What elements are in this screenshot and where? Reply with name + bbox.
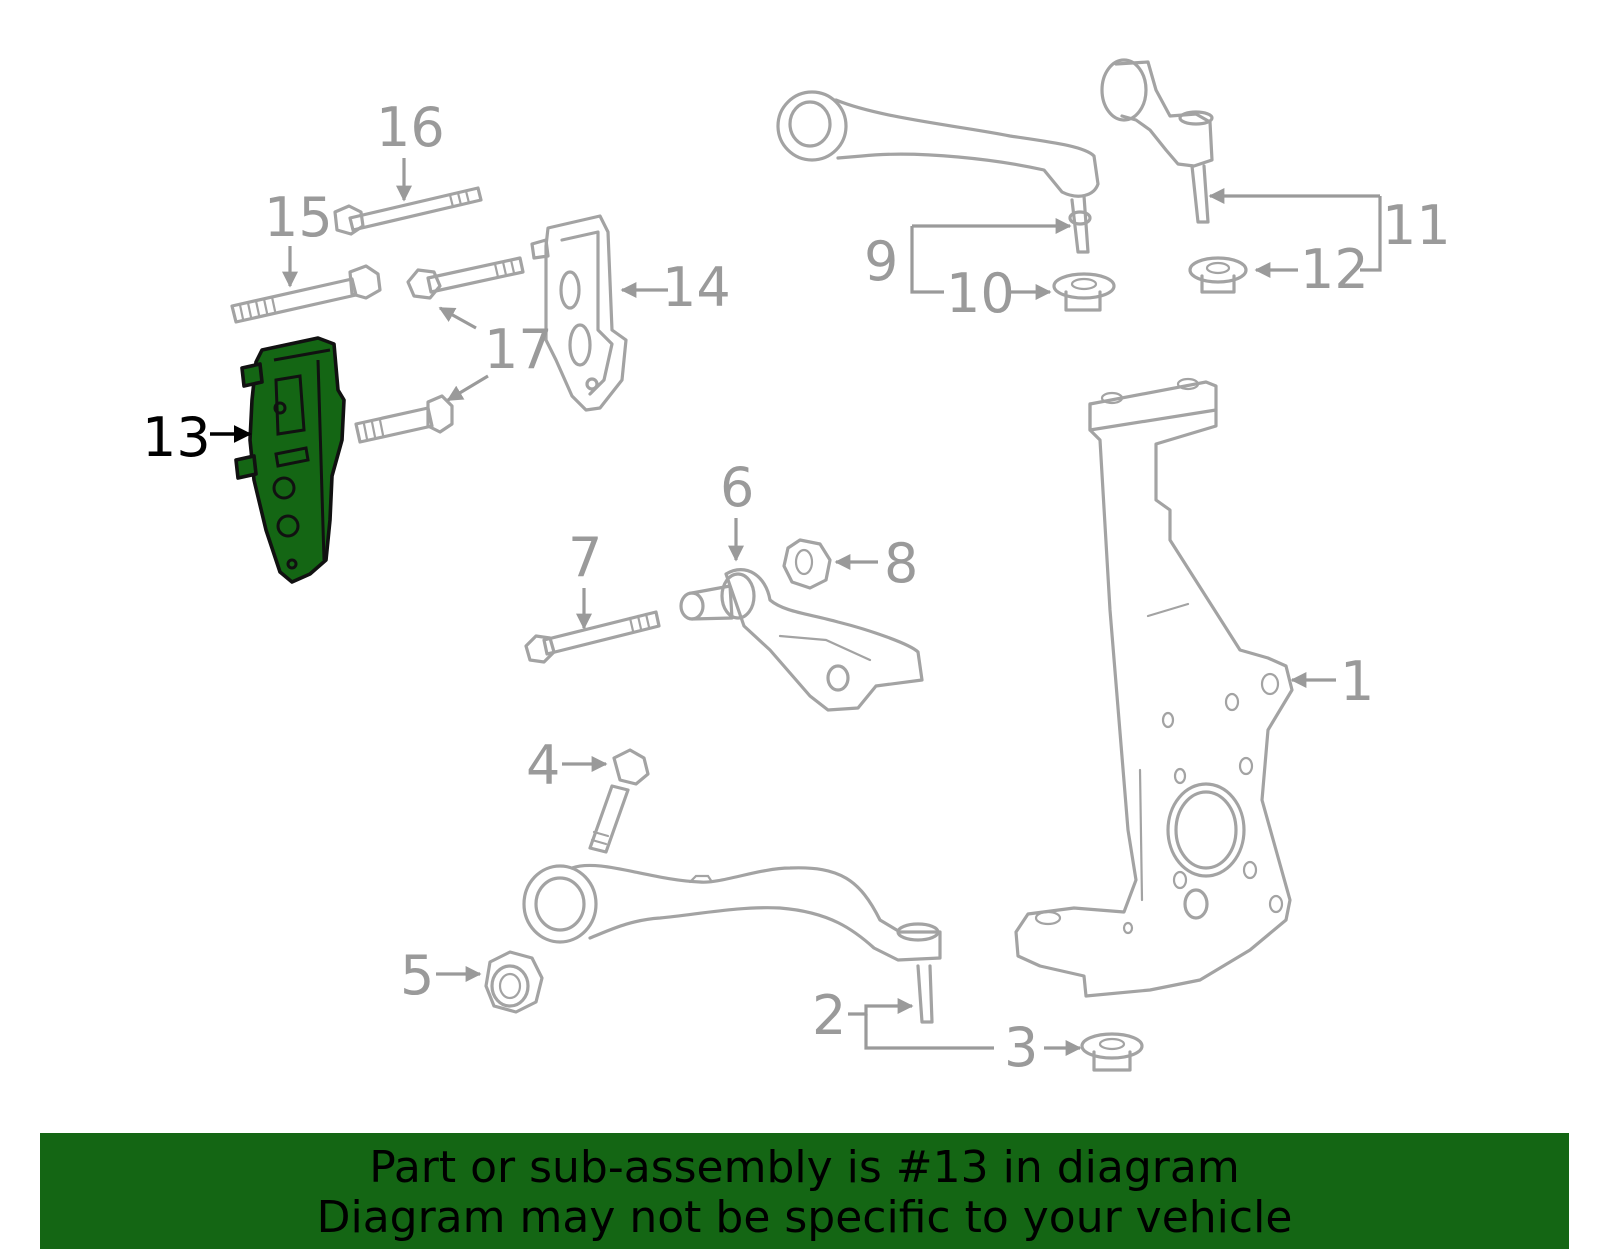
callout-7: 7	[568, 526, 602, 589]
banner-line-2: Diagram may not be specific to your vehi…	[316, 1192, 1293, 1243]
callout-5: 5	[400, 944, 434, 1007]
part-8-nut	[782, 538, 832, 590]
part-3-nut	[1080, 1032, 1144, 1072]
part-10-nut	[1052, 272, 1116, 312]
callout-11: 11	[1382, 194, 1451, 257]
part-7-bolt	[524, 610, 661, 664]
part-11-ball-joint	[1100, 58, 1214, 224]
callout-2: 2	[812, 984, 846, 1047]
part-13-bracket-highlighted	[234, 336, 346, 584]
part-14-bracket	[530, 214, 628, 412]
part-6-link	[679, 568, 924, 712]
part-17-bolt-upper	[406, 256, 525, 300]
callout-1: 1	[1340, 650, 1374, 713]
leader-lines	[210, 158, 1382, 1056]
callout-10: 10	[946, 262, 1015, 325]
part-2-lower-arm	[522, 863, 942, 1024]
callout-4: 4	[526, 734, 560, 797]
callout-8: 8	[884, 532, 918, 595]
callout-15: 15	[264, 186, 333, 249]
callout-labels: 1 2 3 4 5 6 7 8 9 10 11 12 13 14 15 16 1…	[142, 96, 1451, 1079]
part-5-nut	[484, 950, 544, 1014]
part-17-bolt-lower	[354, 394, 454, 444]
callout-12: 12	[1300, 238, 1369, 301]
callout-16: 16	[376, 96, 445, 159]
part-9-upper-arm	[776, 90, 1100, 254]
callout-17: 17	[484, 318, 553, 381]
part-4-bolt	[588, 748, 650, 854]
callout-13-highlighted: 13	[142, 406, 211, 469]
callout-6: 6	[720, 456, 754, 519]
part-1-knuckle	[1014, 377, 1294, 998]
callout-3: 3	[1004, 1016, 1038, 1079]
info-banner: Part or sub-assembly is #13 in diagram D…	[40, 1133, 1569, 1249]
callout-14: 14	[662, 256, 731, 319]
banner-line-1: Part or sub-assembly is #13 in diagram	[369, 1142, 1240, 1193]
callout-9: 9	[864, 230, 898, 293]
part-12-nut	[1188, 256, 1248, 294]
part-15-bolt	[230, 264, 382, 324]
part-16-bolt	[333, 186, 483, 236]
